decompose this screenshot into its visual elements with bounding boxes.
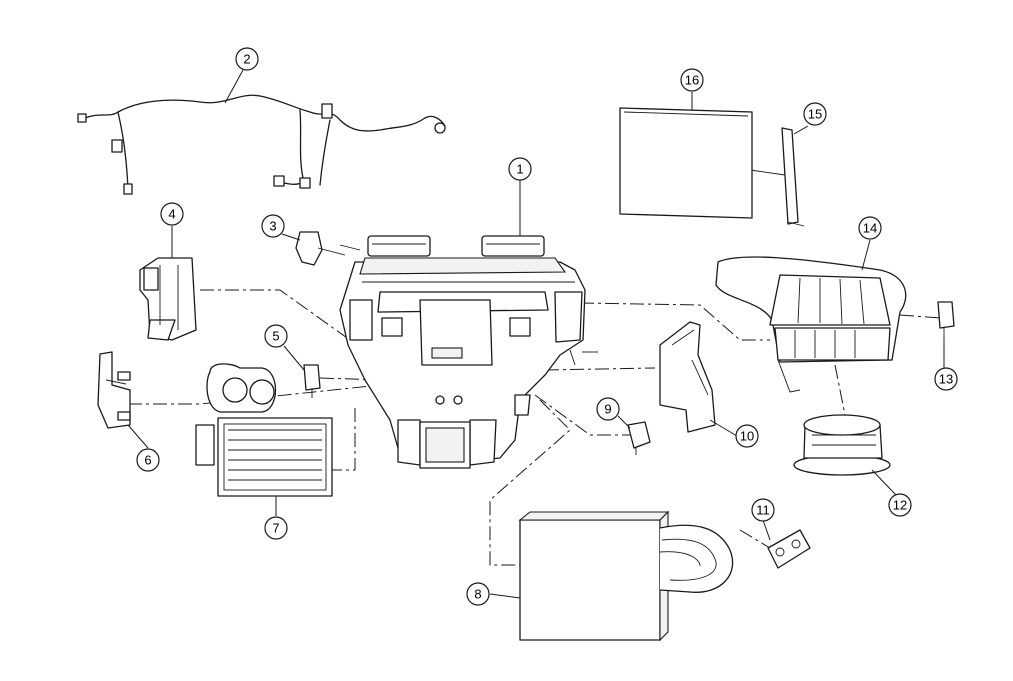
part-6-duct [97, 351, 131, 429]
part-10-duct [659, 321, 716, 433]
svg-text:15: 15 [808, 107, 822, 122]
part-7-heater-core [195, 363, 333, 497]
part-9-sensor [627, 421, 651, 455]
callout-3: 3 [261, 214, 285, 238]
part-12-blower-motor [793, 414, 891, 476]
svg-text:11: 11 [756, 503, 770, 518]
svg-text:1: 1 [516, 162, 523, 177]
callout-12: 12 [888, 493, 912, 517]
svg-text:8: 8 [474, 587, 481, 602]
callout-8: 8 [466, 582, 490, 606]
callout-1: 1 [508, 157, 532, 181]
hvac-main-housing [339, 235, 598, 469]
assembly-lines [128, 169, 941, 566]
svg-text:5: 5 [272, 329, 279, 344]
svg-text:12: 12 [893, 498, 907, 513]
part-3-actuator [295, 231, 346, 266]
callout-4: 4 [160, 202, 184, 226]
part-13-sensor [937, 301, 955, 342]
svg-text:3: 3 [269, 219, 276, 234]
svg-text:16: 16 [685, 73, 699, 88]
svg-text:13: 13 [939, 372, 953, 387]
svg-text:2: 2 [243, 52, 250, 67]
callout-7: 7 [264, 516, 288, 540]
svg-text:9: 9 [604, 402, 611, 417]
callout-14: 14 [858, 216, 882, 240]
part-5-sensor [303, 364, 321, 398]
leader-lines [127, 69, 945, 599]
part-8-evaporator [518, 510, 734, 642]
callout-2: 2 [235, 47, 259, 71]
svg-text:10: 10 [740, 429, 754, 444]
callout-9: 9 [596, 397, 620, 421]
callout-10: 10 [735, 424, 759, 448]
callout-6: 6 [136, 448, 160, 472]
part-14-blower-housing [715, 256, 907, 393]
part-15-filter-door [781, 127, 805, 227]
svg-text:14: 14 [863, 221, 877, 236]
wiring-harness [77, 94, 446, 195]
part-11-seal [767, 529, 811, 569]
callout-16: 16 [680, 68, 704, 92]
callout-11: 11 [751, 498, 775, 522]
part-4-actuator [139, 257, 197, 341]
callout-13: 13 [934, 367, 958, 391]
svg-text:4: 4 [168, 207, 175, 222]
svg-text:6: 6 [144, 453, 151, 468]
callout-5: 5 [264, 324, 288, 348]
part-16-cabin-filter [619, 107, 753, 219]
callout-15: 15 [803, 102, 827, 126]
svg-text:7: 7 [272, 521, 279, 536]
